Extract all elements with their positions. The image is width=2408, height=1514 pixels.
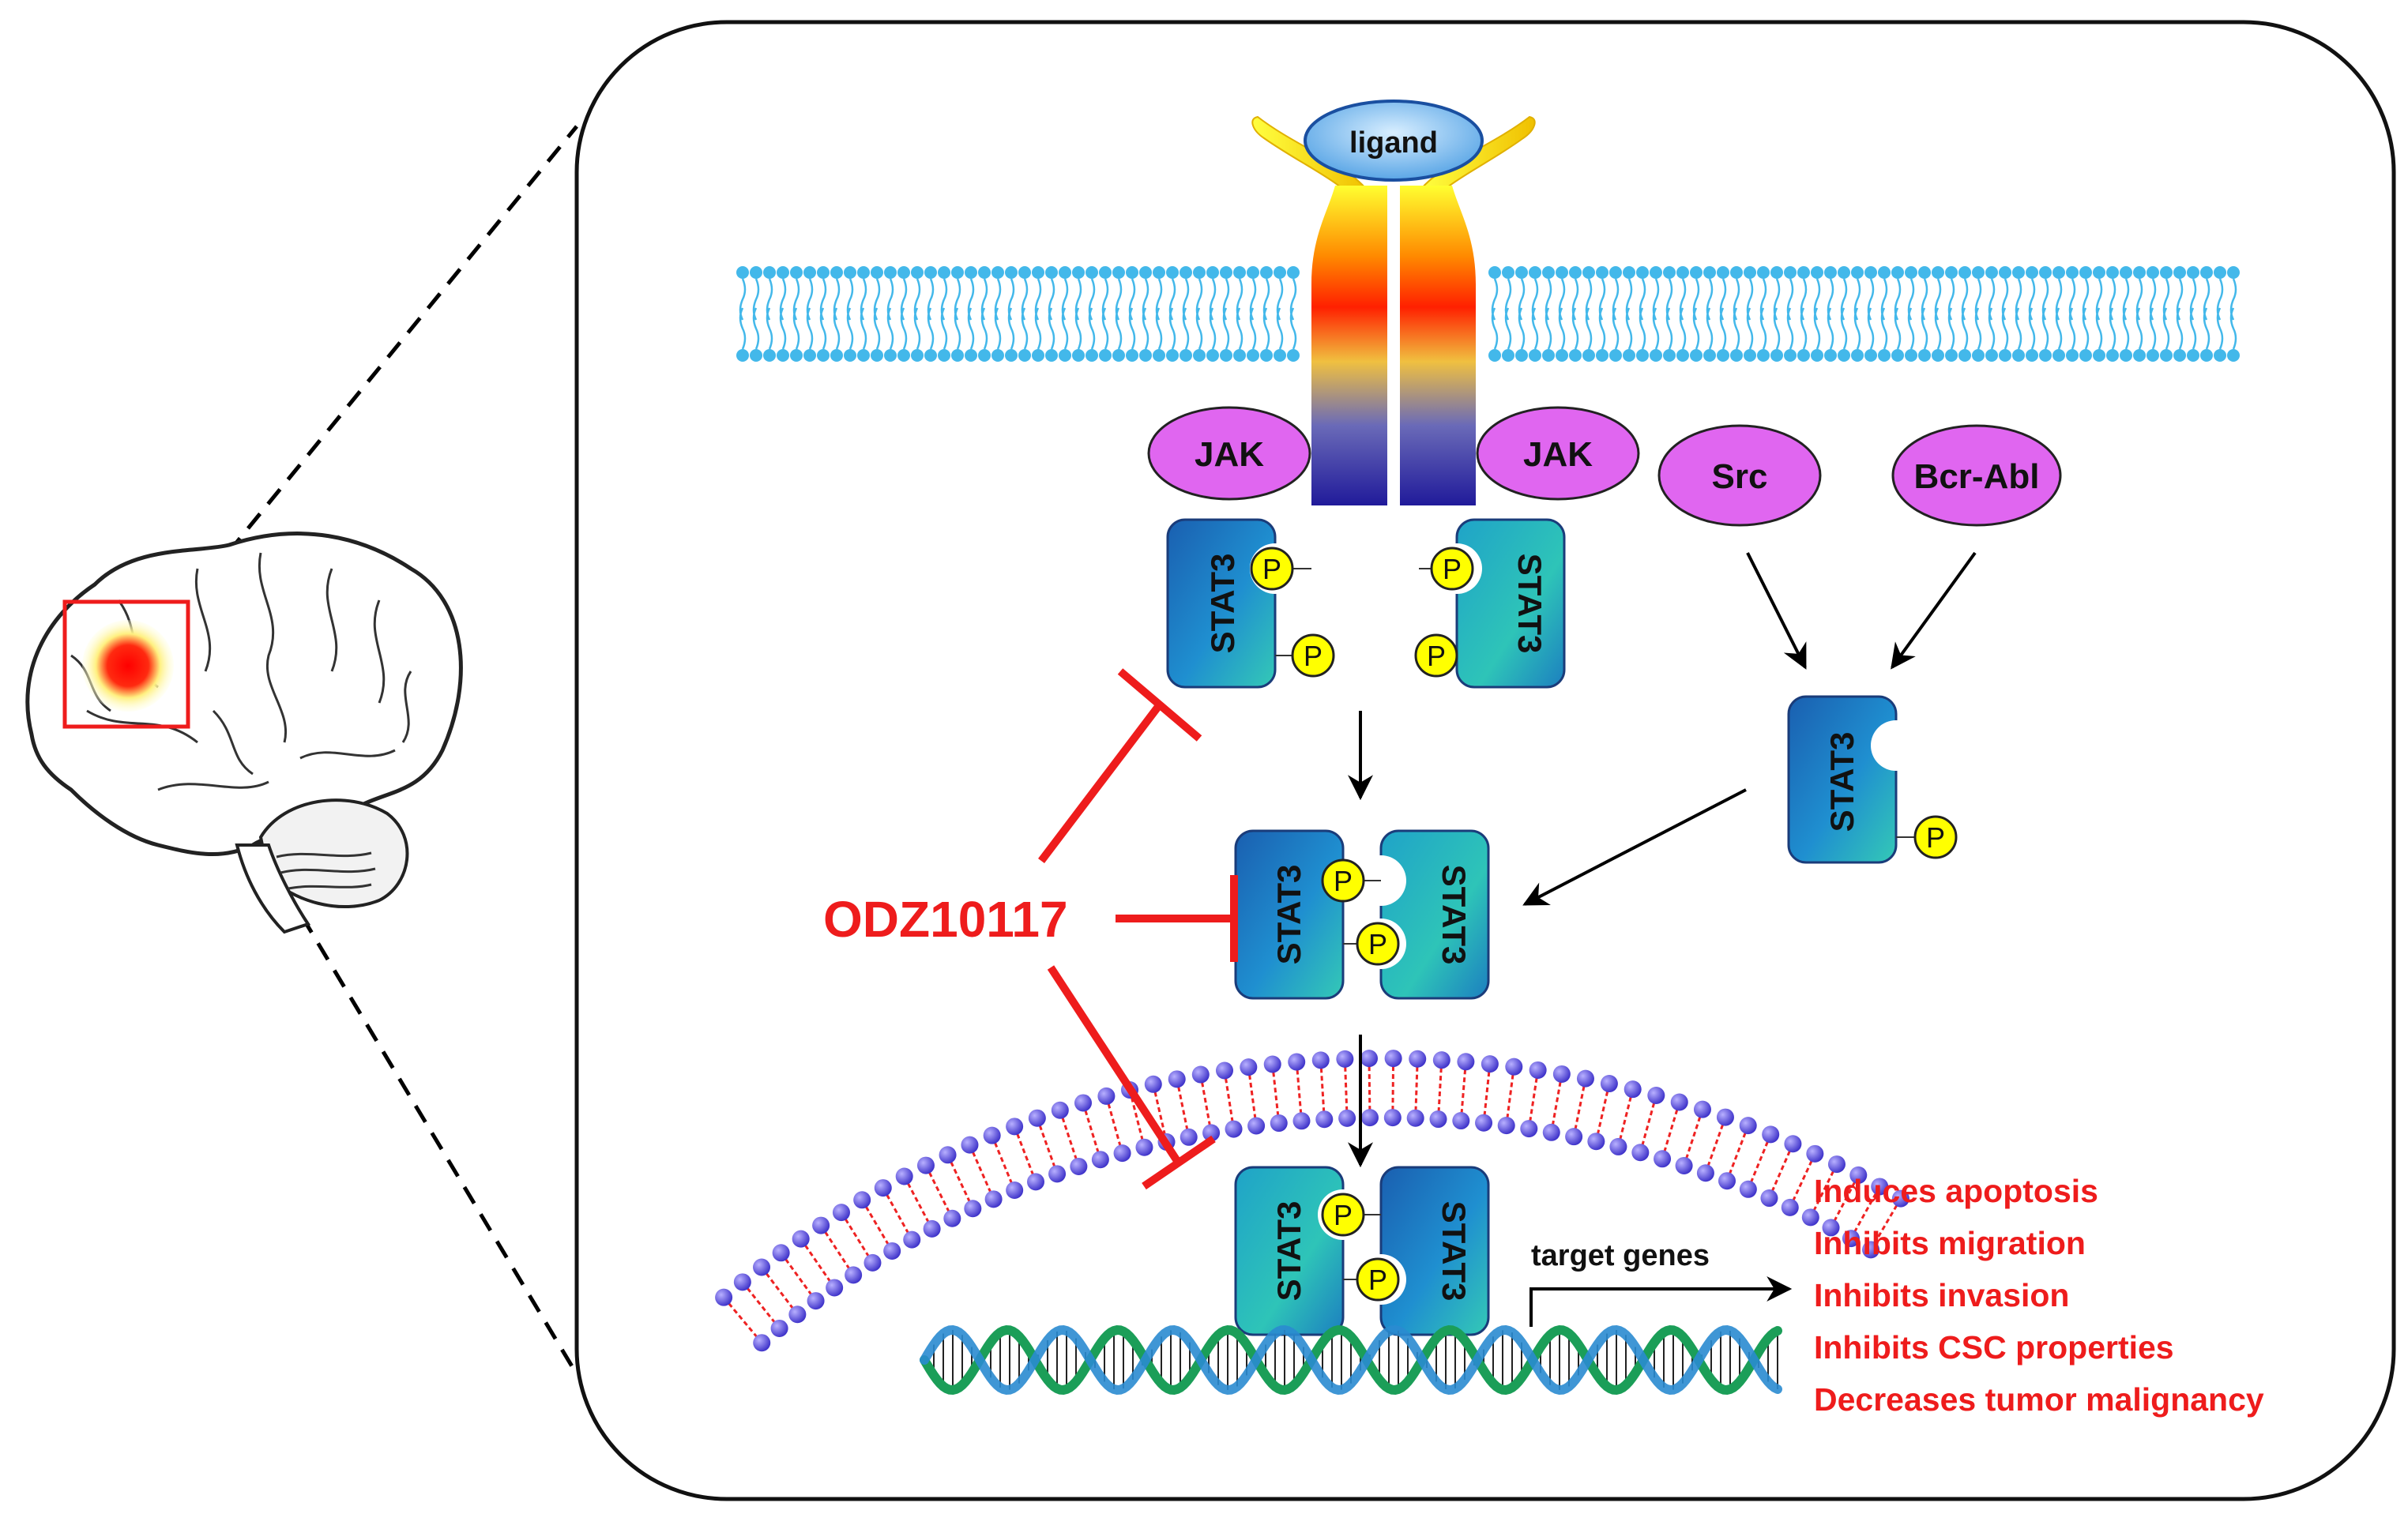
phospho-group xyxy=(1291,633,1335,678)
effect-item: Inhibits migration xyxy=(1814,1225,2086,1261)
bcr-abl-label: Bcr-Abl xyxy=(1914,457,2040,496)
phospho-group xyxy=(1430,547,1474,591)
inhibit-monomer-bar xyxy=(1117,668,1202,742)
cerebellum xyxy=(258,798,409,908)
dna-helix xyxy=(920,1324,1782,1396)
phospho-group xyxy=(1913,815,1958,859)
phospho-label: P xyxy=(1368,1264,1387,1296)
brain-illustration xyxy=(25,532,463,934)
stat3-label: STAT3 xyxy=(1823,732,1861,832)
receptor-chain-right xyxy=(1400,186,1476,505)
tumor-zoom-box xyxy=(62,599,190,729)
jak-left-label: JAK xyxy=(1195,435,1264,474)
phospho-label: P xyxy=(1334,1199,1353,1231)
jak-right: JAK xyxy=(1476,406,1640,501)
cerebrum-outline xyxy=(25,532,463,857)
effect-item: Induces apoptosis xyxy=(1814,1173,2098,1209)
arrow-stat3-to-dimer xyxy=(1522,788,1747,906)
inhibition-lines xyxy=(1038,668,1238,1190)
phospho-label: P xyxy=(1262,553,1281,585)
phospho-label: P xyxy=(1443,553,1462,585)
jak-left: JAK xyxy=(1147,406,1311,501)
phospho-group xyxy=(1414,633,1458,678)
receptor-chain-left xyxy=(1311,186,1387,505)
stat3-label: STAT3 xyxy=(1270,1201,1307,1302)
stat3-protein xyxy=(1455,518,1566,689)
effect-item: Inhibits invasion xyxy=(1814,1277,2069,1313)
stat3-label: STAT3 xyxy=(1511,554,1548,654)
zoom-line-top xyxy=(186,125,578,603)
stat3-protein xyxy=(1379,829,1490,1000)
inhibit-monomer xyxy=(1038,701,1163,864)
phospho-group xyxy=(1250,547,1294,591)
inhibit-nuclear-bar xyxy=(1142,1135,1216,1190)
effect-item: Decreases tumor malignancy xyxy=(1814,1381,2264,1418)
effect-item: Inhibits CSC properties xyxy=(1814,1329,2174,1366)
phospho-label: P xyxy=(1334,865,1353,897)
phospho-group xyxy=(1321,858,1365,903)
activation-arrows xyxy=(1348,551,1977,1327)
arrow-src-to-stat3 xyxy=(1746,552,1807,670)
inhibit-nuclear xyxy=(1047,965,1183,1166)
stat3-label: STAT3 xyxy=(1204,554,1241,654)
brainstem xyxy=(235,843,311,934)
phospho-group xyxy=(1356,922,1400,966)
arrow-bcrabl-to-stat3 xyxy=(1891,551,1977,670)
cell-frame xyxy=(574,20,2396,1501)
stat3-protein xyxy=(1166,518,1277,689)
phospho-label: P xyxy=(1926,821,1945,854)
receptor: ligand xyxy=(1251,100,1536,505)
phospho-label: P xyxy=(1304,640,1323,672)
stat3-label: STAT3 xyxy=(1435,865,1473,965)
phospho-label: P xyxy=(1427,640,1446,672)
stat3-label: STAT3 xyxy=(1435,1201,1473,1302)
ligand xyxy=(1304,100,1484,182)
bcr-abl-kinase: Bcr-Abl xyxy=(1891,424,2062,527)
phospho-label: P xyxy=(1368,928,1387,960)
arrow-target-genes xyxy=(1529,1276,1793,1327)
src-label: Src xyxy=(1712,457,1768,496)
phospho-group xyxy=(1321,1193,1365,1237)
drug-label: ODZ10117 xyxy=(823,891,1068,948)
src-kinase: Src xyxy=(1657,424,1822,527)
plasma-membrane xyxy=(736,266,2240,362)
ligand-label: ligand xyxy=(1349,126,1438,160)
target-genes-label: target genes xyxy=(1531,1239,1710,1272)
jak-right-label: JAK xyxy=(1523,435,1593,474)
stat3-label: STAT3 xyxy=(1270,865,1307,965)
nuclear-membrane xyxy=(715,1050,1909,1352)
phospho-group xyxy=(1356,1257,1400,1302)
tumor-spot xyxy=(82,620,174,712)
stat3-protein xyxy=(1787,695,1898,864)
